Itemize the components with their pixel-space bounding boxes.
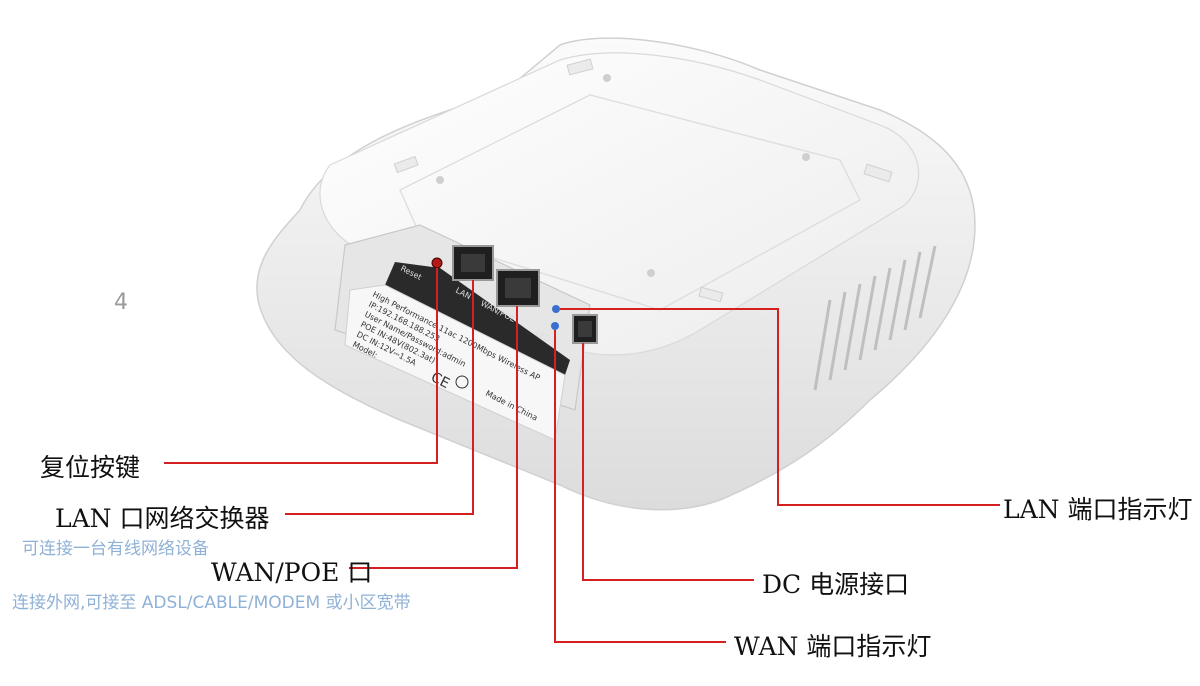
lan-indicator-leader [560, 308, 1000, 506]
wan-poe-port [496, 269, 540, 307]
dc-power-label: DC 电源接口 [762, 570, 910, 599]
ce-mark-icon: CE [428, 369, 452, 392]
dc-power-leader [582, 343, 754, 581]
lan-led [552, 305, 560, 313]
lan-switch-description: 可连接一台有线网络设备 [22, 539, 209, 559]
wan-poe-description: 连接外网,可接至 ADSL/CABLE/MODEM 或小区宽带 [12, 593, 411, 613]
port-label-strip [385, 262, 570, 375]
wireless-ap-device: High Performance 11ac 1200Mbps Wireless … [256, 37, 976, 511]
wan-poe-leader [349, 306, 518, 569]
wan-poe-label: WAN/POE 口 [211, 558, 373, 587]
wan-indicator-label: WAN 端口指示灯 [734, 632, 932, 661]
product-label [344, 284, 566, 441]
figure-number: 4 [114, 290, 128, 315]
fcc-mark-icon [455, 375, 469, 389]
reset-leader [164, 268, 438, 464]
wan-indicator-leader [554, 330, 726, 643]
dc-power-jack [572, 314, 598, 344]
lan-indicator-label: LAN 端口指示灯 [1003, 495, 1193, 524]
leader-lines [164, 268, 1000, 643]
wan-led [551, 322, 559, 330]
lan-switch-label: LAN 口网络交换器 [55, 504, 270, 533]
reset-button-hole [431, 257, 443, 269]
side-vents [813, 245, 937, 391]
reset-button-label: 复位按键 [40, 453, 141, 482]
lan-switch-leader [285, 280, 474, 515]
lan-port [452, 245, 494, 281]
